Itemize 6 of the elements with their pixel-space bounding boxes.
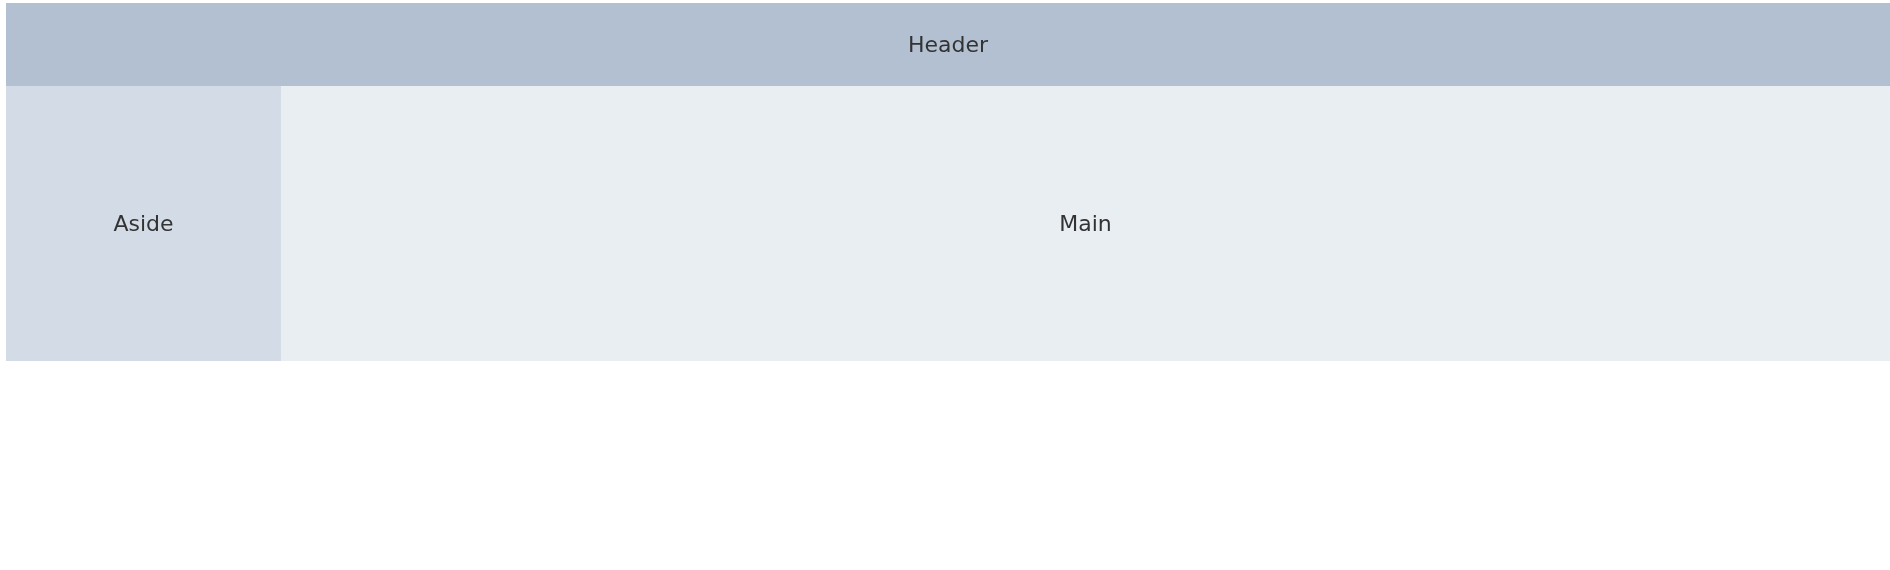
sidebar-panel bbox=[6, 86, 281, 361]
main-panel bbox=[281, 86, 1890, 361]
panel-label: Header bbox=[907, 32, 989, 57]
panel-label: Aside bbox=[113, 211, 174, 236]
panel-label: Main bbox=[1059, 211, 1112, 236]
header-panel bbox=[6, 3, 1890, 86]
